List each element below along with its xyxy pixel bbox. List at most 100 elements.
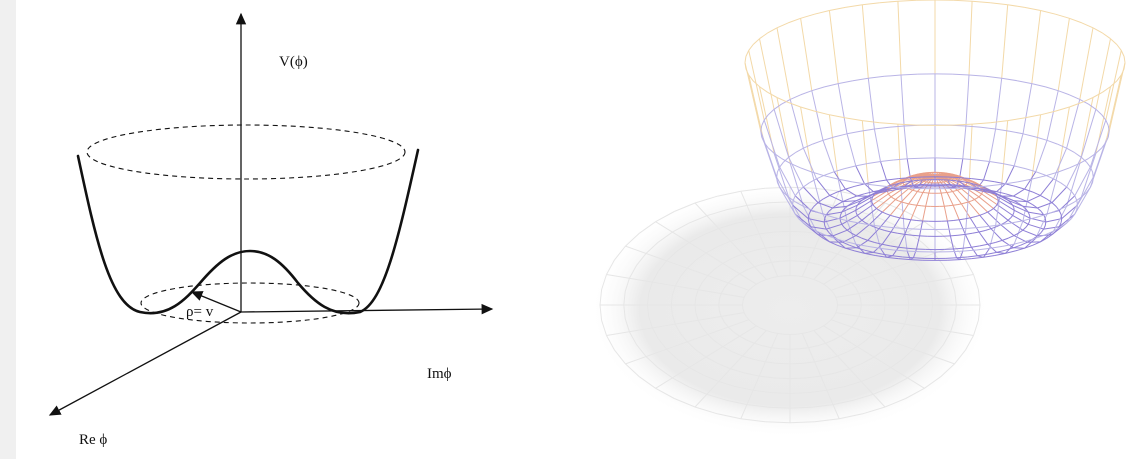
wire-ring-line (994, 252, 1006, 256)
wire-radial-line (970, 246, 978, 257)
wire-ring-line (1022, 205, 1027, 210)
wire-ring-line (855, 212, 858, 216)
wire-radial-line (961, 176, 975, 183)
wire-ring-line (995, 193, 1003, 197)
wire-ring-line (864, 181, 876, 185)
wire-ring-line (985, 228, 992, 231)
wire-ring-line (1060, 222, 1067, 228)
wire-radial-line (1012, 204, 1029, 213)
wire-radial-line (855, 165, 866, 185)
wire-radial-line (968, 124, 973, 188)
wire-radial-line (1066, 163, 1081, 207)
shadow-ring-line (718, 293, 722, 300)
wire-ring-line (843, 205, 848, 210)
wire-ring-line (949, 178, 951, 180)
wire-radial-line (926, 172, 936, 177)
shadow-ring-line (883, 259, 894, 269)
wire-ring-line (964, 178, 969, 181)
shadow-ring-line (727, 277, 734, 284)
wire-ring-line (864, 222, 870, 226)
wire-ring-line (887, 192, 889, 195)
wire-ring-line (1095, 147, 1103, 154)
shadow-ring-line (742, 355, 754, 360)
wire-ring-line (800, 13, 815, 19)
wire-radial-line (1061, 204, 1078, 219)
shadow-ring-line (686, 259, 697, 269)
wire-ring-line (809, 226, 817, 232)
wire-radial-line (920, 175, 936, 181)
wire-radial-line (779, 187, 796, 215)
wire-radial-line (792, 204, 809, 219)
wire-radial-line (788, 157, 804, 188)
wire-radial-line (919, 175, 936, 178)
wire-ring-line (836, 244, 846, 249)
shadow-ring-line (655, 387, 675, 399)
shadow-ring-line (752, 283, 757, 288)
wire-radial-line (977, 255, 984, 258)
shadow-ring-line (840, 273, 847, 279)
wire-ring-line (1029, 218, 1031, 222)
wire-ring-line (987, 188, 992, 192)
wire-ring-line (981, 192, 983, 195)
wire-radial-line (917, 181, 927, 192)
wire-ring-line (996, 224, 1001, 228)
wire-ring-line (1025, 168, 1036, 173)
wire-ring-line (947, 179, 954, 181)
wire-radial-line (882, 181, 896, 190)
shadow-ring-line (647, 304, 650, 317)
wire-ring-line (885, 213, 891, 216)
wire-radial-line (759, 86, 775, 154)
wire-ring-line (744, 62, 747, 69)
shadow-ring-line (774, 230, 791, 233)
wire-radial-line (900, 74, 905, 127)
wire-ring-line (910, 176, 923, 179)
shadow-ring-line (789, 392, 809, 394)
wire-radial-line (910, 205, 918, 220)
wire-ring-line (857, 215, 860, 219)
wire-ring-line (985, 189, 992, 193)
wire-radial-line (969, 182, 980, 189)
wire-ring-line (948, 204, 954, 207)
wire-ring-line (876, 190, 880, 193)
wire-radial-line (759, 38, 775, 110)
wire-radial-line (987, 191, 997, 193)
wire-ring-line (1025, 237, 1036, 242)
shadow-ring-line (651, 270, 659, 283)
wire-ring-line (977, 187, 988, 191)
shadow-ring-line (762, 345, 772, 349)
wire-ring-line (1066, 201, 1075, 207)
wire-radial-line (916, 172, 924, 177)
wire-ring-line (888, 226, 905, 229)
wire-radial-line (1051, 222, 1068, 235)
shadow-ring-line (833, 312, 837, 317)
wire-ring-line (855, 243, 868, 247)
wire-radial-line (1012, 214, 1029, 225)
wire-ring-line (822, 136, 835, 141)
wire-radial-line (1013, 220, 1024, 245)
wire-radial-line (995, 184, 1003, 226)
wire-ring-line (959, 258, 972, 261)
wire-ring-line (1046, 139, 1058, 145)
wire-radial-line (945, 180, 958, 191)
shadow-ring-line (849, 240, 863, 248)
shadow-ring-line (670, 304, 673, 315)
shadow-ring-line (813, 327, 820, 331)
wire-ring-line (1081, 97, 1094, 103)
wire-ring-line (1024, 114, 1041, 119)
wire-ring-line (989, 161, 1003, 164)
wire-radial-line (959, 250, 964, 260)
wire-ring-line (794, 190, 799, 197)
wire-ring-line (825, 228, 830, 233)
wire-ring-line (840, 211, 843, 216)
shadow-ring-line (746, 404, 769, 408)
wire-radial-line (802, 222, 819, 235)
wire-ring-line (1120, 68, 1125, 76)
wire-radial-line (1079, 27, 1094, 100)
wire-ring-line (1002, 195, 1009, 199)
wire-ring-line (990, 120, 1008, 124)
wire-ring-line (878, 188, 883, 192)
wire-radial-line (841, 204, 858, 213)
shadow-ring-line (802, 276, 809, 279)
wire-ring-line (1001, 77, 1018, 82)
wire-radial-line (981, 187, 998, 197)
